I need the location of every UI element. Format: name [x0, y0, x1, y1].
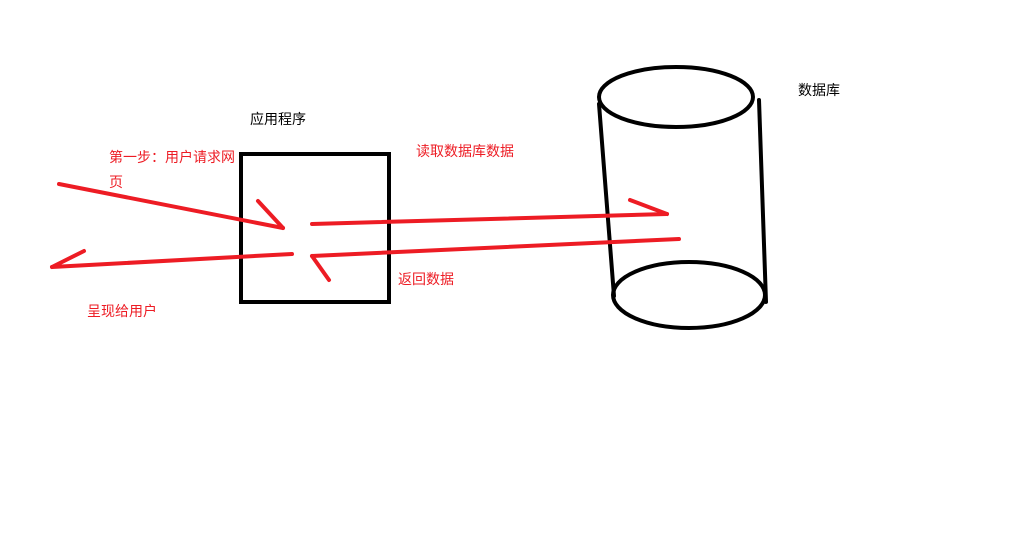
return-data-label: 返回数据 — [398, 272, 454, 288]
database-right-side — [757, 98, 768, 304]
application-box — [239, 152, 391, 304]
database-left-side — [597, 102, 616, 298]
return-data-arrow — [310, 237, 681, 282]
read-database-label: 读取数据库数据 — [416, 144, 514, 160]
present-arrow — [50, 249, 294, 269]
database-cylinder — [597, 65, 768, 330]
database-label: 数据库 — [798, 83, 840, 99]
request-arrow — [57, 182, 285, 230]
read-database-arrow — [310, 198, 669, 226]
present-to-user-label: 呈现给用户 — [87, 304, 157, 320]
step1-label-line2: 页 — [109, 175, 123, 191]
step1-label-line1: 第一步：用户请求网 — [109, 150, 235, 166]
application-label: 应用程序 — [250, 112, 306, 128]
database-top-ellipse — [597, 65, 755, 129]
database-bottom-ellipse — [611, 260, 767, 330]
